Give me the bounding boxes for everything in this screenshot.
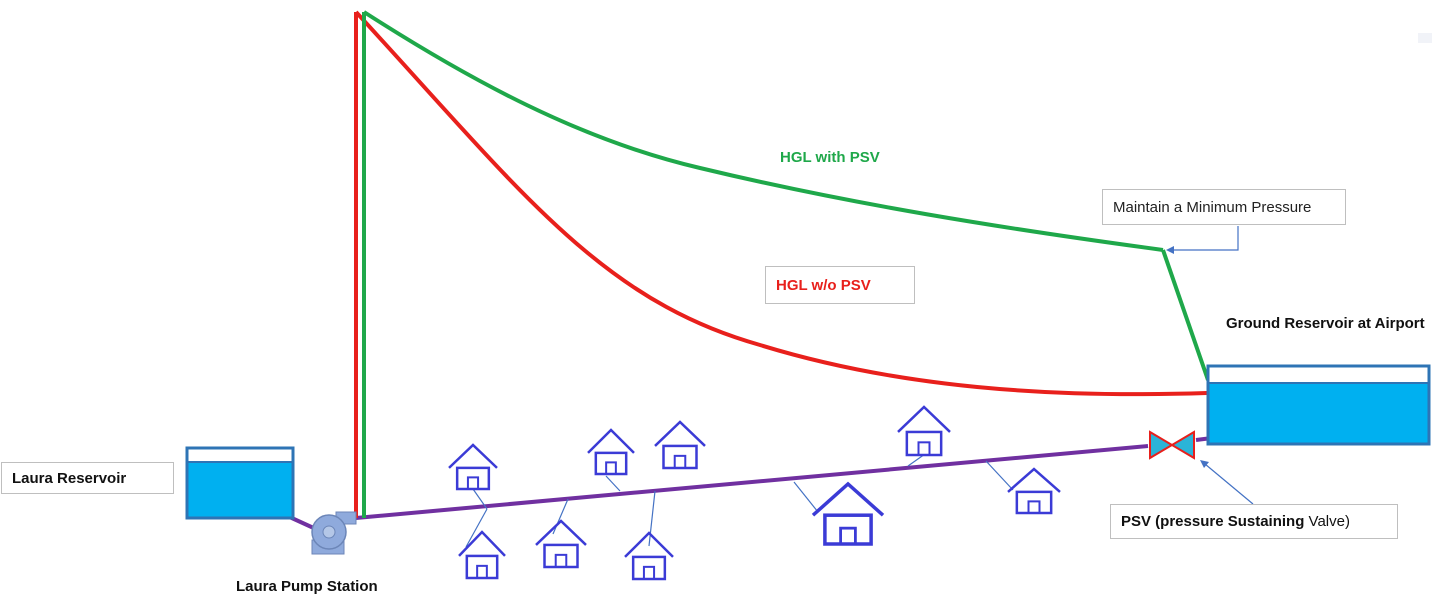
- hgl-without-psv-line: [354, 10, 1208, 397]
- houses-group: [448, 405, 1061, 581]
- house-icon: [1007, 467, 1061, 515]
- airport-reservoir-tank: [1206, 364, 1431, 446]
- hgl-with-psv-line: [362, 10, 1164, 252]
- laura-reservoir-label: Laura Reservoir: [1, 462, 174, 494]
- psv-callout: PSV (pressure Sustaining Valve): [1110, 504, 1398, 539]
- pump-station-label: Laura Pump Station: [236, 578, 378, 595]
- min-pressure-arrowhead: [1166, 246, 1174, 254]
- airport-reservoir-label: Ground Reservoir at Airport: [1226, 315, 1425, 332]
- house-icon: [897, 405, 951, 457]
- hgl-with-psv-drop: [1161, 249, 1210, 381]
- pipeline: [355, 444, 1149, 520]
- house-icon: [535, 519, 587, 569]
- house-icon: [811, 481, 885, 546]
- corner-artifact: [1418, 33, 1432, 43]
- house-icon: [458, 530, 506, 580]
- house-icon: [587, 428, 635, 476]
- hgl-with-psv-label: HGL with PSV: [780, 149, 880, 166]
- min-pressure-callout: Maintain a Minimum Pressure: [1102, 189, 1346, 225]
- house-icon: [654, 420, 706, 470]
- valve-icon: [1149, 430, 1195, 460]
- psv-arrowhead: [1200, 460, 1209, 468]
- psv-callout-text: Valve): [1304, 513, 1350, 530]
- psv-callout-bold-text: PSV (pressure Sustaining: [1121, 513, 1305, 530]
- laura-reservoir-tank: [185, 446, 295, 520]
- psv-arrow: [1204, 463, 1254, 505]
- service-connections: [465, 453, 1014, 548]
- house-icon: [448, 443, 498, 491]
- hgl-without-psv-label: HGL w/o PSV: [765, 266, 915, 304]
- min-pressure-arrow: [1172, 226, 1239, 251]
- house-icon: [624, 531, 674, 581]
- pump-icon: [311, 511, 357, 555]
